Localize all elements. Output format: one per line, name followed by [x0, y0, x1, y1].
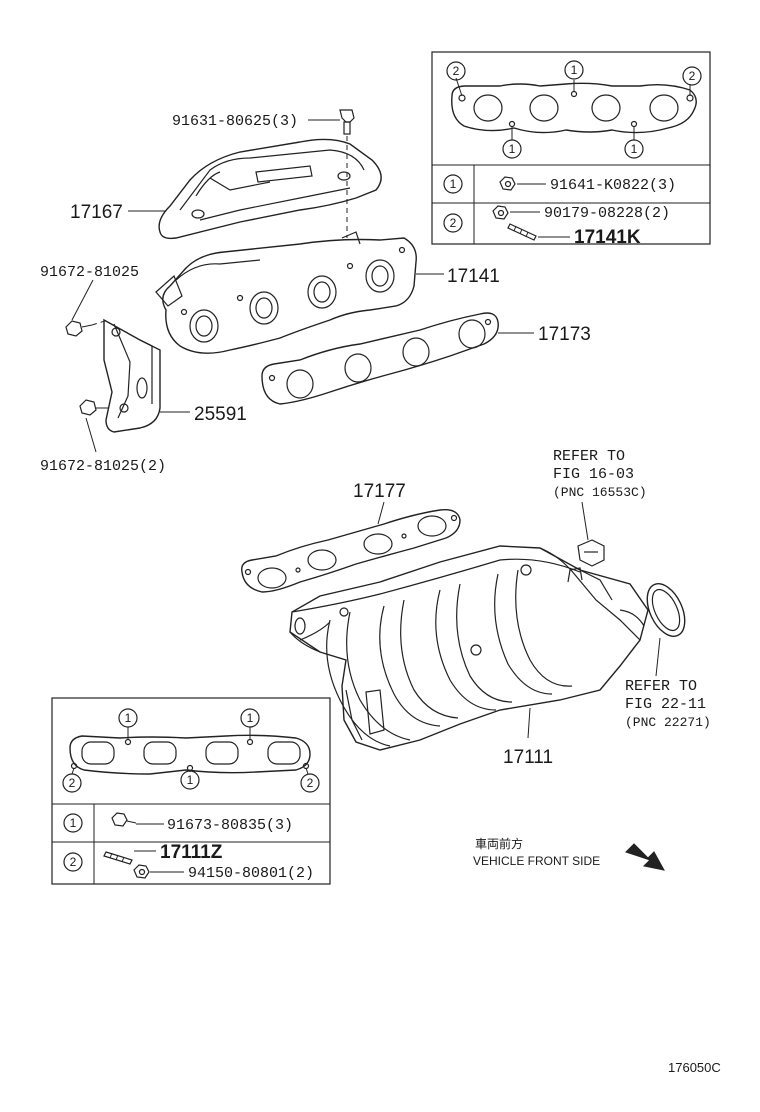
intake-manifold-gasket — [241, 509, 461, 593]
nut-icon — [133, 864, 150, 879]
stud-bolt-icon — [507, 223, 537, 241]
direction-note-japanese: 車両前方 — [475, 836, 523, 851]
intake-box-marker-1-bottom: 1 — [187, 773, 194, 787]
intake-box-marker-2-right: 2 — [307, 776, 314, 790]
refer-bottom-line1: REFER TO — [625, 678, 697, 695]
exhaust-box-row1-part-number: 91641-K0822(3) — [550, 177, 676, 194]
figure-code: 176050C — [668, 1060, 721, 1075]
refer-top-line1: REFER TO — [553, 448, 625, 465]
exhaust-detail-box: 2 1 2 1 1 1 91641-K0822(3) 2 90179-08228… — [431, 51, 711, 248]
intake-manifold — [289, 545, 649, 751]
callout-intake-gasket: 17177 — [353, 481, 406, 502]
nut-icon — [499, 176, 516, 191]
nut-icon — [492, 205, 509, 220]
intake-box-marker-1-top-left: 1 — [125, 711, 132, 725]
intake-gasket-detail-shape — [69, 734, 311, 775]
callout-exhaust-gasket: 17173 — [538, 324, 591, 345]
exhaust-box-marker-1-bottom-left: 1 — [509, 142, 516, 156]
exhaust-manifold-gasket — [261, 312, 499, 405]
manifold-bracket — [103, 318, 161, 433]
stud-bolt-icon — [103, 851, 133, 865]
heat-insulator — [158, 138, 382, 240]
callout-intake-manifold: 17111 — [503, 747, 553, 768]
exhaust-box-row2-part-number-a: 90179-08228(2) — [544, 205, 670, 222]
refer-top-line3: (PNC 16553C) — [553, 485, 647, 500]
direction-arrow-icon — [625, 843, 665, 871]
direction-note-english: VEHICLE FRONT SIDE — [473, 854, 600, 868]
exhaust-box-row1-marker: 1 — [450, 177, 457, 191]
callout-bolt-bracket-top: 91672-81025 — [40, 264, 139, 281]
intake-box-row2-part-number-a: 17111Z — [160, 842, 223, 863]
exhaust-box-marker-1-top: 1 — [571, 63, 578, 77]
throttle-body-gasket — [646, 583, 686, 637]
exhaust-box-marker-1-bottom-right: 1 — [631, 142, 638, 156]
callout-bolt-bracket-bottom: 91672-81025(2) — [40, 458, 166, 475]
exhaust-box-row2-part-number-b: 17141K — [574, 227, 641, 248]
callout-exhaust-manifold: 17141 — [447, 266, 500, 287]
intake-box-marker-2-left: 2 — [69, 776, 76, 790]
exhaust-box-marker-2-top-left: 2 — [453, 64, 460, 78]
intake-box-row1-part-number: 91673-80835(3) — [167, 817, 293, 834]
intake-box-row2-marker: 2 — [70, 855, 77, 869]
intake-box-row2-part-number-b: 94150-80801(2) — [188, 865, 314, 882]
callout-bolt-heat-insulator: 91631-80625(3) — [172, 113, 298, 130]
refer-bottom-line2: FIG 22-11 — [625, 696, 706, 713]
exhaust-box-row2-marker: 2 — [450, 216, 457, 230]
refer-bottom-line3: (PNC 22271) — [625, 715, 711, 730]
bolt-icon — [111, 812, 137, 827]
exhaust-gasket-detail-shape — [451, 82, 697, 134]
refer-top-line2: FIG 16-03 — [553, 466, 634, 483]
bolt-icon — [339, 109, 355, 135]
vacuum-fitting — [577, 539, 605, 567]
intake-box-marker-1-top-right: 1 — [247, 711, 254, 725]
intake-box-row1-marker: 1 — [70, 816, 77, 830]
exhaust-manifold — [155, 231, 417, 354]
callout-heat-insulator: 17167 — [70, 202, 123, 223]
intake-detail-box: 1 1 1 2 2 1 91673-80835(3) 2 17111Z — [51, 697, 331, 885]
exhaust-box-marker-2-top-right: 2 — [689, 69, 696, 83]
callout-bracket: 25591 — [194, 404, 247, 425]
bolt-icon — [65, 320, 93, 337]
bolt-icon — [79, 399, 108, 416]
